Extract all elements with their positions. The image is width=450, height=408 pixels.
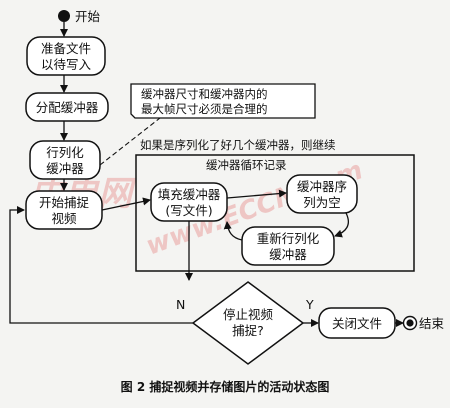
capture-line1: 开始捕捉: [39, 195, 90, 210]
capture-line2: 视频: [51, 211, 77, 226]
allocate-label: 分配缓冲器: [36, 100, 99, 115]
edge-capture-fill: [101, 197, 151, 211]
decision-stop-capture: [191, 281, 305, 365]
reserialize-line1: 重新行列化: [257, 231, 320, 246]
loop-condition: 如果是序列化了好几个缓冲器，则继续: [140, 138, 336, 152]
note-line1: 缓冲器尺寸和缓冲器内的: [141, 87, 268, 101]
start-label: 开始: [75, 9, 101, 24]
branch-yes-label: Y: [305, 297, 314, 312]
close-label: 关闭文件: [332, 316, 382, 331]
end-label: 结束: [419, 316, 445, 331]
note-connector: [99, 117, 161, 166]
node-prepare-file: [26, 36, 106, 76]
empty-line1: 缓冲器序: [297, 179, 347, 194]
edge-decision-no: [9, 206, 193, 324]
fill-line2: (写文件): [165, 203, 212, 218]
node-serialize-buffer: [29, 140, 101, 180]
fill-line1: 填充缓冲器: [158, 187, 221, 202]
note-line2: 最大帧尺寸必须是合理的: [141, 102, 268, 116]
node-buffer-queue-empty: [286, 174, 358, 214]
figure-caption: 图 2 捕捉视频并存储图片的活动状态图: [121, 379, 330, 394]
edge-reserialize-fill: [223, 221, 243, 241]
reserialize-line2: 缓冲器: [269, 247, 307, 262]
prepare-line1: 准备文件: [41, 41, 91, 56]
edge-fill-empty: [226, 189, 287, 199]
prepare-line2: 以待写入: [41, 57, 92, 72]
serialize-line2: 缓冲器: [46, 161, 84, 176]
note-box: [130, 83, 316, 119]
serialize-line1: 行列化: [46, 145, 84, 160]
node-reserialize-buffer: [241, 226, 335, 266]
empty-line2: 列为空: [303, 195, 341, 210]
node-allocate-buffer: [25, 92, 109, 122]
decision-line1: 停止视频: [223, 307, 274, 322]
decision-line2: 捕捉?: [232, 323, 264, 338]
loop-region: [135, 154, 415, 272]
loop-title: 缓冲器循环记录: [206, 158, 287, 172]
edge-empty-reserialize: [334, 212, 350, 238]
branch-no-label: N: [176, 297, 185, 312]
start-node: [58, 10, 70, 22]
end-node-inner: [406, 319, 414, 327]
